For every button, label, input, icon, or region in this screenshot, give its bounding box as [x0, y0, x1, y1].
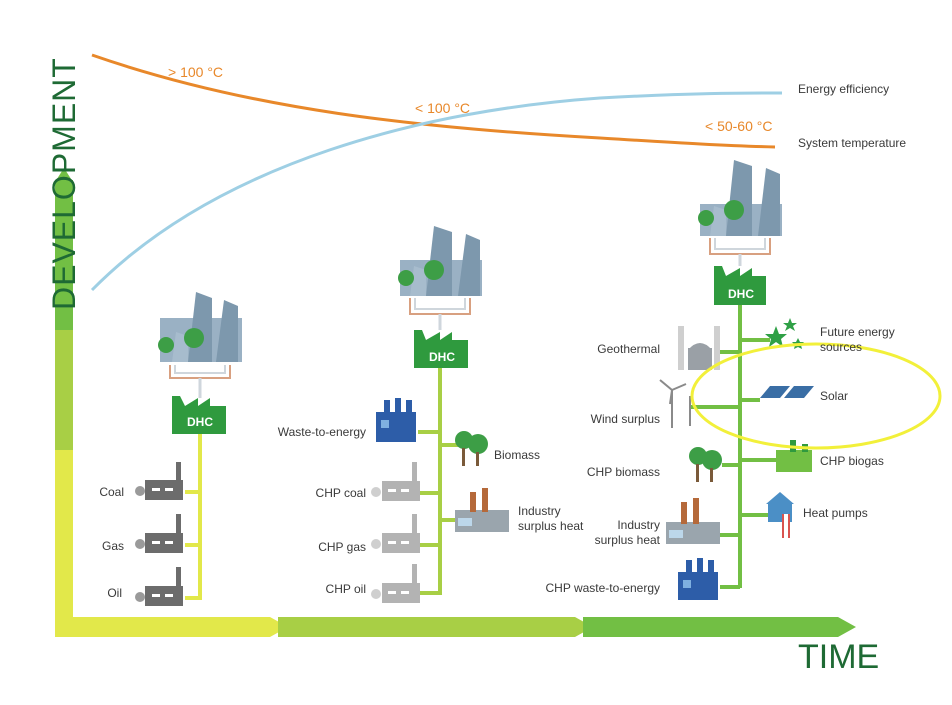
system-temperature-label: System temperature — [798, 136, 907, 150]
development-axis-label-wrap: DEVELOPMENT — [16, 57, 82, 310]
source-label-chp-biogas: CHP biogas — [820, 454, 884, 468]
source-label-biomass: Biomass — [494, 448, 541, 462]
chp-oil-plant-icon — [371, 564, 420, 603]
dhc-label-gen3: DHC — [728, 287, 754, 301]
time-axis-arrow — [55, 617, 856, 637]
biomass-trees-icon — [455, 431, 488, 466]
chp-gas-plant-icon — [371, 514, 420, 553]
dhc-label-gen2: DHC — [429, 350, 455, 364]
source-label-heat-pumps: Heat pumps — [803, 506, 868, 520]
city-icon — [158, 292, 242, 398]
source-label-waste-to-energy: Waste-to-energy — [277, 425, 366, 439]
solar-highlight-ellipse — [690, 342, 942, 450]
waste-to-energy-plant-icon — [376, 398, 416, 442]
dhc-plant-icon — [414, 330, 468, 368]
source-label-gas: Gas — [101, 539, 124, 553]
source-label-geothermal: Geothermal — [597, 342, 660, 356]
temperature-label-gen2: < 100 °C — [415, 100, 471, 116]
source-label-industry-surplus-heat: Industry surplus heat — [518, 504, 584, 533]
coal-plant-icon — [135, 462, 183, 500]
oil-plant-icon — [135, 567, 183, 606]
source-label-chp-coal: CHP coal — [315, 486, 366, 500]
development-axis-label: DEVELOPMENT — [46, 57, 82, 310]
temperature-label-gen1: > 100 °C — [168, 64, 224, 80]
wind-turbine-icon — [659, 379, 691, 428]
source-label-chp-oil: CHP oil — [325, 582, 366, 596]
generation1-network — [185, 432, 202, 600]
gas-plant-icon — [135, 514, 183, 553]
temperature-label-gen3: < 50-60 °C — [705, 118, 773, 134]
city-icon — [398, 226, 482, 330]
system-temperature-curve — [91, 53, 776, 149]
dhc-label-gen1: DHC — [187, 415, 213, 429]
solar-panel-icon — [760, 386, 814, 398]
source-label-solar: Solar — [820, 389, 849, 403]
chp-coal-plant-icon — [371, 462, 420, 501]
dhc-plant-icon — [714, 266, 766, 305]
development-axis-arrow — [55, 168, 73, 635]
time-axis-label: TIME — [798, 638, 880, 676]
source-label-coal: Coal — [99, 485, 124, 499]
energy-efficiency-curve — [90, 91, 783, 292]
source-label-oil: Oil — [107, 586, 122, 600]
waste-to-energy-plant-icon — [678, 558, 718, 600]
industry-icon — [455, 488, 509, 532]
source-label-chp-gas: CHP gas — [318, 540, 366, 554]
generation2-network — [418, 368, 462, 595]
city-icon — [698, 160, 782, 266]
geothermal-plant-icon — [678, 326, 720, 370]
source-label-chp-biomass: CHP biomass — [586, 465, 660, 479]
generation3-network — [690, 305, 776, 589]
heat-pump-house-icon — [766, 492, 794, 538]
source-label-wind-surplus: Wind surplus — [590, 412, 660, 426]
source-label-industry-surplus-heat: Industry surplus heat — [594, 518, 660, 547]
biomass-trees-icon — [689, 447, 722, 482]
source-label-chp-waste-to-energy: CHP waste-to-energy — [545, 581, 661, 595]
industry-icon — [666, 498, 720, 544]
source-label-future-energy-sources: Future energy sources — [820, 325, 895, 354]
energy-efficiency-label: Energy efficiency — [798, 82, 890, 96]
dhc-plant-icon — [172, 396, 226, 434]
